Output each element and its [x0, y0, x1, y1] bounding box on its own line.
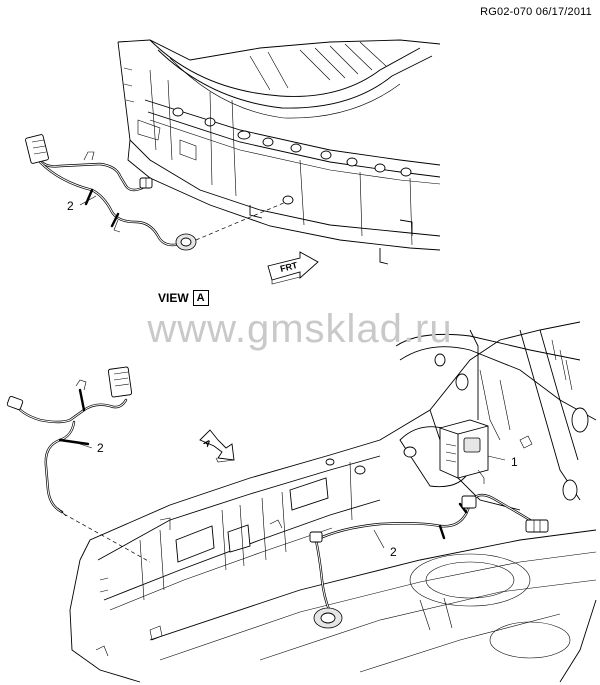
view-label: VIEW — [158, 291, 189, 305]
callout-harness-floor: 2 — [390, 545, 397, 559]
wiring-harness-view-a — [25, 134, 287, 251]
view-a-body-panel — [117, 39, 441, 265]
front-direction-arrow — [267, 251, 319, 285]
rear-compartment-body — [69, 321, 597, 683]
watermark-text: www.gmsklad.ru — [147, 307, 453, 351]
reference-code: RG02-070 06/17/2011 — [480, 6, 592, 18]
view-letter-box: A — [192, 290, 209, 306]
control-module — [439, 419, 506, 484]
view-a-title: VIEW A — [158, 290, 209, 306]
callout-harness-view-a: 2 — [67, 199, 74, 213]
view-a-arrow — [199, 429, 235, 463]
wiring-harness-floor — [309, 493, 549, 629]
wiring-harness-left — [6, 366, 151, 563]
callout-module: 1 — [511, 455, 518, 469]
callout-harness-left: 2 — [97, 441, 104, 455]
